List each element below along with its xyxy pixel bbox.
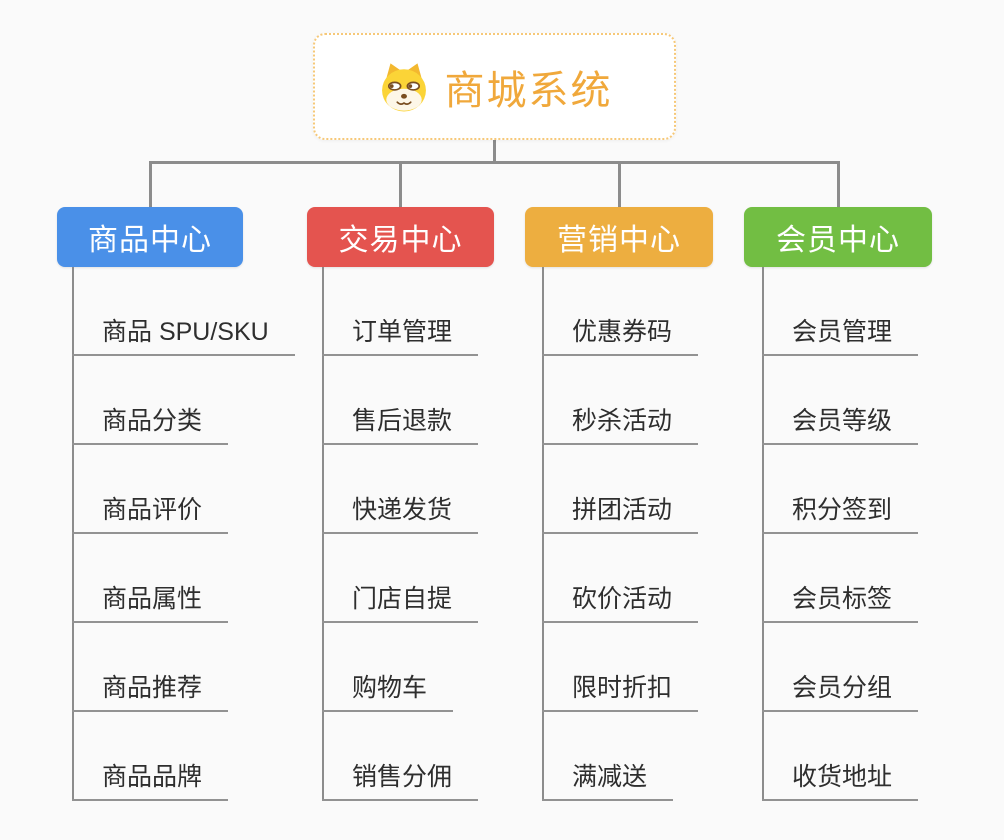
connector-drop-2: [399, 164, 402, 207]
leaf-node[interactable]: 会员等级: [762, 406, 919, 445]
leaf-node[interactable]: 优惠券码: [542, 317, 699, 356]
leaf-node[interactable]: 购物车: [322, 673, 454, 712]
branch-node-member-center[interactable]: 会员中心: [744, 207, 932, 267]
leaf-node[interactable]: 收货地址: [762, 762, 919, 801]
branch-node-marketing-center[interactable]: 营销中心: [525, 207, 713, 267]
connector-horizontal: [149, 161, 840, 164]
leaf-node[interactable]: 会员标签: [762, 584, 919, 623]
leaf-node[interactable]: 秒杀活动: [542, 406, 699, 445]
trunk-line-2: [322, 267, 324, 801]
doge-icon: [381, 62, 426, 111]
branch-node-trade-center[interactable]: 交易中心: [307, 207, 494, 267]
leaf-node[interactable]: 商品分类: [72, 406, 229, 445]
connector-drop-4: [837, 164, 840, 207]
connector-drop-1: [149, 164, 152, 207]
connector-drop-3: [618, 164, 621, 207]
leaf-node[interactable]: 拼团活动: [542, 495, 699, 534]
leaf-node[interactable]: 商品推荐: [72, 673, 229, 712]
leaf-node[interactable]: 售后退款: [322, 406, 479, 445]
branch-node-product-center[interactable]: 商品中心: [57, 207, 243, 267]
leaf-node[interactable]: 销售分佣: [322, 762, 479, 801]
leaf-node[interactable]: 积分签到: [762, 495, 919, 534]
leaf-node[interactable]: 会员管理: [762, 317, 919, 356]
trunk-line-1: [72, 267, 74, 801]
trunk-line-4: [762, 267, 764, 801]
leaf-node[interactable]: 商品属性: [72, 584, 229, 623]
root-title: 商城系统: [444, 68, 613, 113]
connector-root-stub: [493, 140, 496, 164]
leaf-node[interactable]: 会员分组: [762, 673, 919, 712]
leaf-node[interactable]: 商品 SPU/SKU: [72, 317, 295, 356]
root-node[interactable]: 商城系统: [313, 33, 676, 140]
leaf-node[interactable]: 快递发货: [322, 495, 479, 534]
leaf-node[interactable]: 订单管理: [322, 317, 479, 356]
leaf-node[interactable]: 商品评价: [72, 495, 229, 534]
leaf-node[interactable]: 商品品牌: [72, 762, 229, 801]
leaf-node[interactable]: 门店自提: [322, 584, 479, 623]
trunk-line-3: [542, 267, 544, 801]
leaf-node[interactable]: 满减送: [542, 762, 674, 801]
leaf-node[interactable]: 限时折扣: [542, 673, 699, 712]
leaf-node[interactable]: 砍价活动: [542, 584, 699, 623]
